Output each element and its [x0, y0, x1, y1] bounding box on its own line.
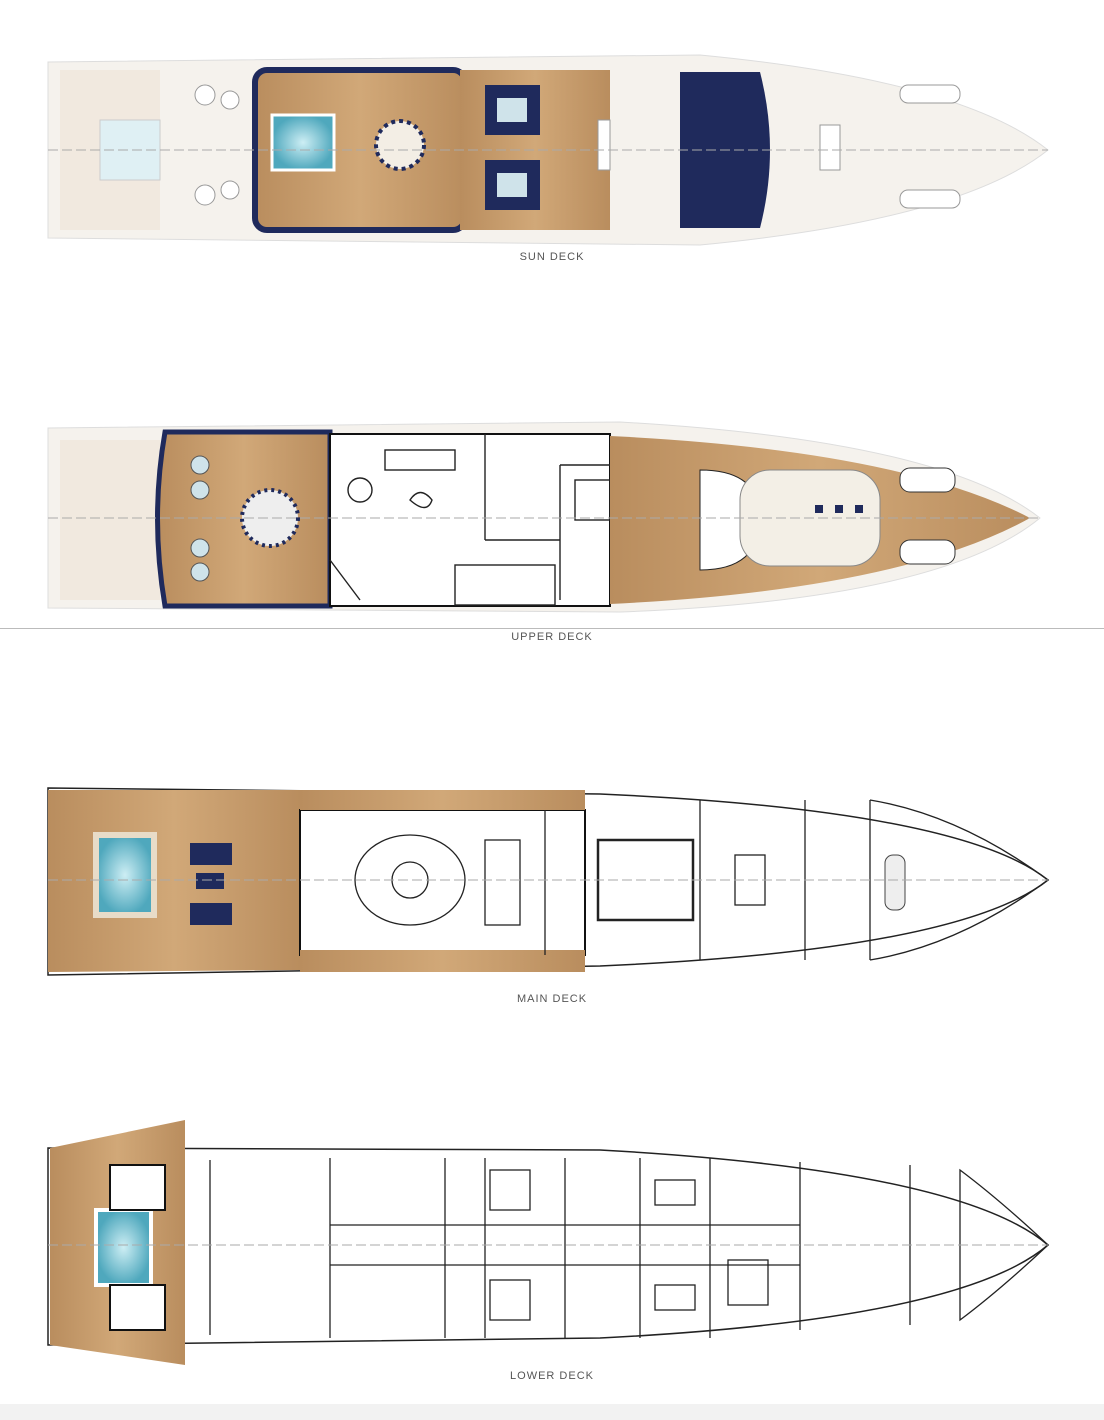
- main-deck-plan: [47, 787, 1050, 976]
- sun-deck-plan: [47, 54, 1049, 246]
- divider: [0, 628, 1104, 629]
- sun-deck-label: SUN DECK: [519, 251, 585, 263]
- footer-band: [0, 1404, 1104, 1420]
- lower-deck-plan: [47, 1120, 1050, 1365]
- lower-deck-label: LOWER DECK: [510, 1370, 594, 1382]
- main-deck-label: MAIN DECK: [516, 993, 588, 1005]
- upper-deck-plan: [47, 421, 1041, 613]
- upper-deck-label: UPPER DECK: [511, 631, 593, 643]
